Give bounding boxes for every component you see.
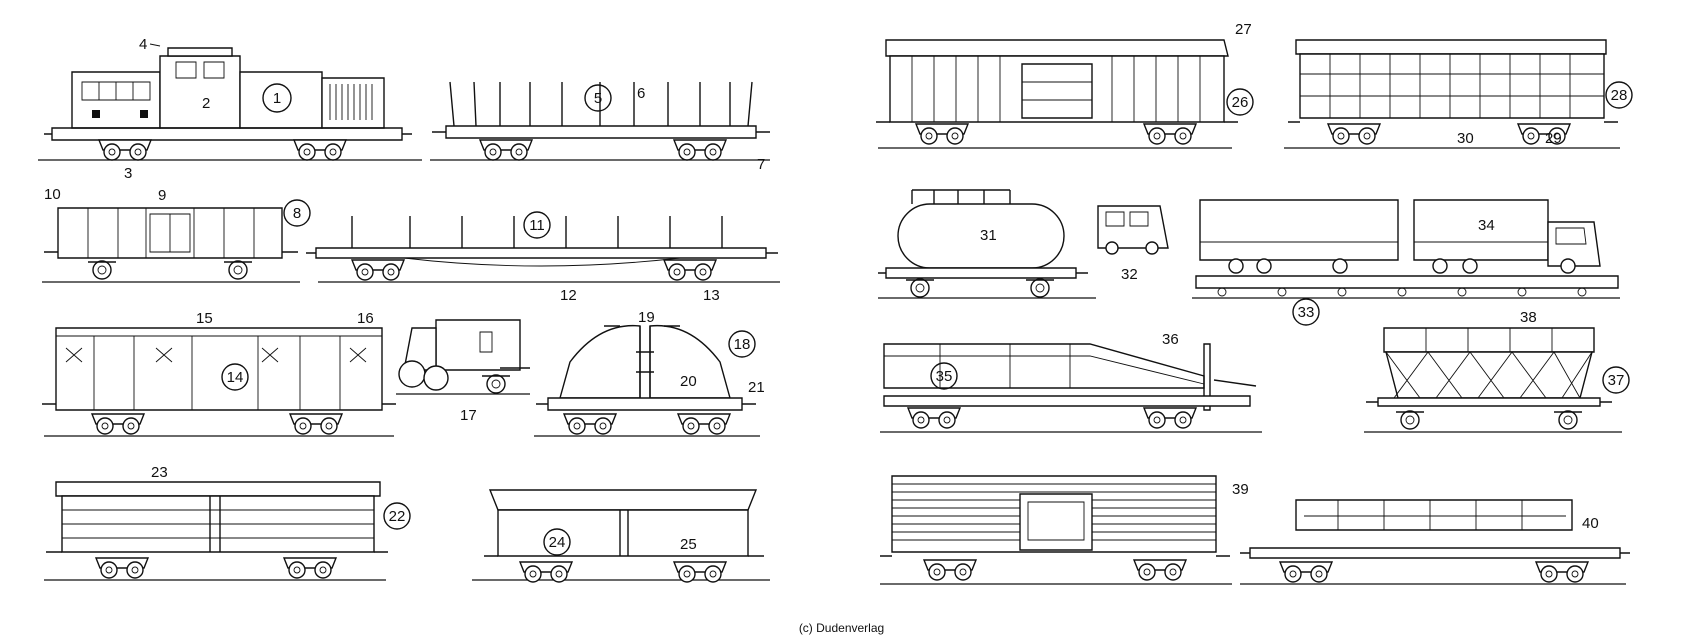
label-11: 11 (529, 217, 545, 234)
covered-wagon-sliding-roof (42, 327, 396, 437)
label-40: 40 (1582, 515, 1599, 532)
label-2: 2 (202, 95, 210, 112)
box-wagon (876, 39, 1254, 149)
label-6: 6 (637, 85, 645, 102)
label-30: 30 (1457, 130, 1474, 147)
label-13: 13 (703, 287, 720, 304)
label-33: 33 (1298, 304, 1315, 321)
label-10: 10 (44, 186, 61, 203)
label-36: 36 (1162, 331, 1179, 348)
stake-wagon (430, 81, 770, 161)
label-14: 14 (227, 369, 244, 386)
label-38: 38 (1520, 309, 1537, 326)
lidded-hopper-wagon (1364, 327, 1630, 433)
open-wagon (42, 199, 311, 283)
publisher-credit: (c) Dudenverlag (798, 621, 885, 635)
long-stake-wagon (306, 211, 780, 283)
label-16: 16 (357, 310, 374, 327)
label-31: 31 (980, 227, 997, 244)
label-12: 12 (560, 287, 577, 304)
label-28: 28 (1611, 87, 1628, 104)
ventilated-box-wagon (880, 475, 1232, 585)
tank-wagon (878, 189, 1096, 299)
label-23: 23 (151, 464, 168, 481)
label-17: 17 (460, 407, 477, 424)
label-9: 9 (158, 187, 166, 204)
wagon-swivel-roof (44, 481, 411, 581)
label-21: 21 (748, 379, 765, 396)
sliding-wall-wagon (1284, 39, 1633, 149)
label-25: 25 (680, 536, 697, 553)
label-18: 18 (734, 336, 751, 353)
label-35: 35 (936, 368, 953, 385)
label-4: 4 (139, 36, 147, 53)
label-20: 20 (680, 373, 697, 390)
label-22: 22 (389, 508, 406, 525)
label-24: 24 (549, 534, 566, 551)
label-19: 19 (638, 309, 655, 326)
transported-van (1097, 205, 1169, 255)
label-8: 8 (293, 205, 301, 222)
label-37: 37 (1608, 372, 1625, 389)
self-discharging-wagon (472, 489, 770, 583)
label-26: 26 (1232, 94, 1249, 111)
label-7: 7 (757, 156, 765, 173)
label-3: 3 (124, 165, 132, 182)
label-5: 5 (594, 90, 602, 107)
car-transporter-wagon (880, 343, 1262, 433)
label-32: 32 (1121, 266, 1138, 283)
label-27: 27 (1235, 21, 1252, 38)
low-side-wagon (1240, 499, 1630, 585)
label-15: 15 (196, 310, 213, 327)
label-34: 34 (1478, 217, 1495, 234)
covered-hopper-wagon (534, 324, 760, 437)
label-39: 39 (1232, 481, 1249, 498)
label-29: 29 (1545, 130, 1562, 147)
rotary-snow-plough (396, 319, 530, 395)
diesel-locomotive (38, 43, 422, 161)
road-rail-transport-wagon (1192, 199, 1620, 326)
label-1: 1 (273, 90, 281, 107)
